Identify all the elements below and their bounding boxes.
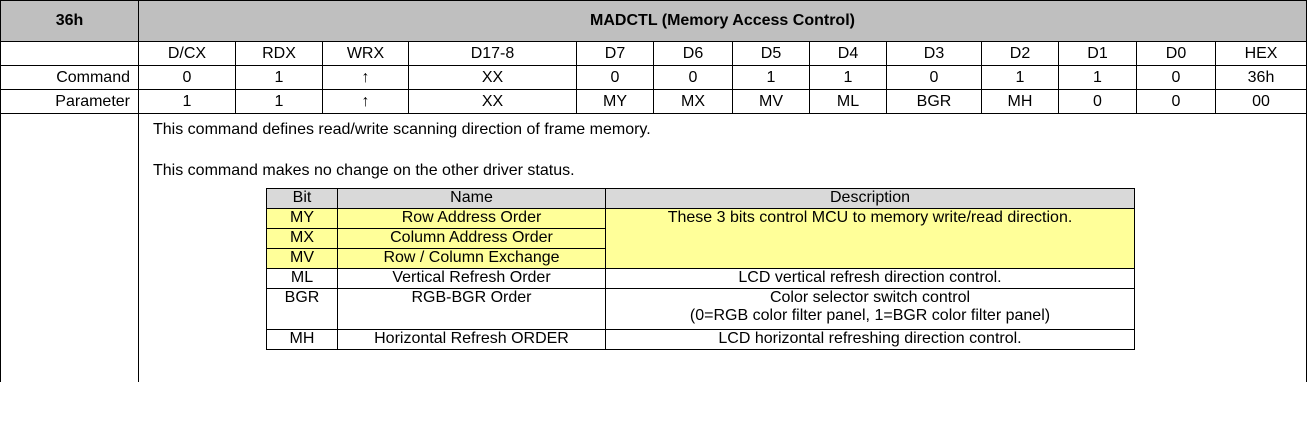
command-row: Command 0 1 ↑ XX 0 0 1 1 0 1 1 0 36h xyxy=(0,65,1307,90)
table-cell: MY xyxy=(576,89,654,114)
bit-cell: MX xyxy=(266,228,338,249)
table-cell: 1 xyxy=(235,89,323,114)
column-header: D3 xyxy=(886,41,982,66)
bit-table-header: Bit Name Description xyxy=(266,188,1135,209)
bit-group-description: These 3 bits control MCU to memory write… xyxy=(605,208,1135,269)
bit-row-bgr: BGR RGB-BGR Order Color selector switch … xyxy=(266,288,1135,330)
bit-description-cell: LCD horizontal refreshing direction cont… xyxy=(605,329,1135,350)
name-header: Name xyxy=(337,188,606,209)
bit-row-my: MY Row Address Order These 3 bits contro… xyxy=(266,208,1135,269)
bit-cell: BGR xyxy=(266,288,338,330)
column-header: HEX xyxy=(1214,41,1307,66)
table-cell: 0 xyxy=(886,65,982,90)
bit-cell: MH xyxy=(266,329,338,350)
description-left-blank xyxy=(0,113,139,382)
description-line-1: This command defines read/write scanning… xyxy=(153,121,651,138)
description-header: Description xyxy=(605,188,1135,209)
bit-row-mh: MH Horizontal Refresh ORDER LCD horizont… xyxy=(266,329,1135,350)
table-cell: 0 xyxy=(1058,89,1137,114)
table-cell: 1 xyxy=(235,65,323,90)
table-cell: ↑ xyxy=(322,65,409,90)
bit-name-cell: Column Address Order xyxy=(337,228,606,249)
table-cell: 0 xyxy=(1136,89,1216,114)
table-cell: 1 xyxy=(732,65,810,90)
table-cell: XX xyxy=(408,89,577,114)
bit-cell: MV xyxy=(266,248,338,269)
bit-row-mv: MV Row / Column Exchange xyxy=(266,248,1135,269)
command-code: 36h xyxy=(0,0,139,42)
table-cell: MV xyxy=(732,89,810,114)
command-title: MADCTL (Memory Access Control) xyxy=(137,0,1307,42)
table-cell: XX xyxy=(408,65,577,90)
table-cell: 0 xyxy=(138,65,236,90)
madctl-table: 36h MADCTL (Memory Access Control) D/CX … xyxy=(0,0,1307,382)
bit-name-cell: RGB-BGR Order xyxy=(337,288,606,330)
bit-cell: MY xyxy=(266,208,338,229)
title-row: 36h MADCTL (Memory Access Control) xyxy=(0,0,1307,42)
table-cell: 0 xyxy=(576,65,654,90)
table-cell: ML xyxy=(809,89,887,114)
column-header: D2 xyxy=(981,41,1059,66)
column-header: D17-8 xyxy=(408,41,577,66)
table-cell: BGR xyxy=(886,89,982,114)
bit-name-cell: Row / Column Exchange xyxy=(337,248,606,269)
description-cell: This command defines read/write scanning… xyxy=(137,113,1307,382)
table-cell: 0 xyxy=(1136,65,1216,90)
bit-description-cell: LCD vertical refresh direction control. xyxy=(605,268,1135,289)
column-header: D7 xyxy=(576,41,654,66)
table-cell: 1 xyxy=(809,65,887,90)
table-cell: 1 xyxy=(138,89,236,114)
row-label: Command xyxy=(0,65,139,90)
column-header: D5 xyxy=(732,41,810,66)
table-cell: 1 xyxy=(1058,65,1137,90)
table-cell: ↑ xyxy=(322,89,409,114)
table-cell: 1 xyxy=(981,65,1059,90)
table-cell: 36h xyxy=(1214,65,1307,90)
column-header: RDX xyxy=(235,41,323,66)
table-cell: 00 xyxy=(1214,89,1307,114)
table-cell: 0 xyxy=(653,65,733,90)
table-cell: MX xyxy=(653,89,733,114)
column-header: D4 xyxy=(809,41,887,66)
bit-description-line-1: Color selector switch control xyxy=(769,289,971,306)
column-header-blank xyxy=(0,41,139,66)
bit-description-line-2: (0=RGB color filter panel, 1=BGR color f… xyxy=(689,307,1051,324)
parameter-row: Parameter 1 1 ↑ XX MY MX MV ML BGR MH 0 … xyxy=(0,89,1307,114)
bit-header: Bit xyxy=(266,188,338,209)
column-header-row: D/CX RDX WRX D17-8 D7 D6 D5 D4 D3 D2 D1 … xyxy=(0,41,1307,66)
bit-description-cell: Color selector switch control (0=RGB col… xyxy=(605,288,1135,330)
description-row: This command defines read/write scanning… xyxy=(0,113,1307,382)
column-header: D/CX xyxy=(138,41,236,66)
bit-name-cell: Vertical Refresh Order xyxy=(337,268,606,289)
bit-name-cell: Row Address Order xyxy=(337,208,606,229)
bit-row-ml: ML Vertical Refresh Order LCD vertical r… xyxy=(266,268,1135,289)
description-line-2: This command makes no change on the othe… xyxy=(153,162,575,179)
bit-cell: ML xyxy=(266,268,338,289)
bit-row-mx: MX Column Address Order xyxy=(266,228,1135,249)
column-header: D0 xyxy=(1136,41,1216,66)
row-label: Parameter xyxy=(0,89,139,114)
table-cell: MH xyxy=(981,89,1059,114)
bit-name-cell: Horizontal Refresh ORDER xyxy=(337,329,606,350)
column-header: D1 xyxy=(1058,41,1137,66)
column-header: D6 xyxy=(653,41,733,66)
bit-description-table: Bit Name Description MY Row Address Orde… xyxy=(266,188,1135,350)
column-header: WRX xyxy=(322,41,409,66)
